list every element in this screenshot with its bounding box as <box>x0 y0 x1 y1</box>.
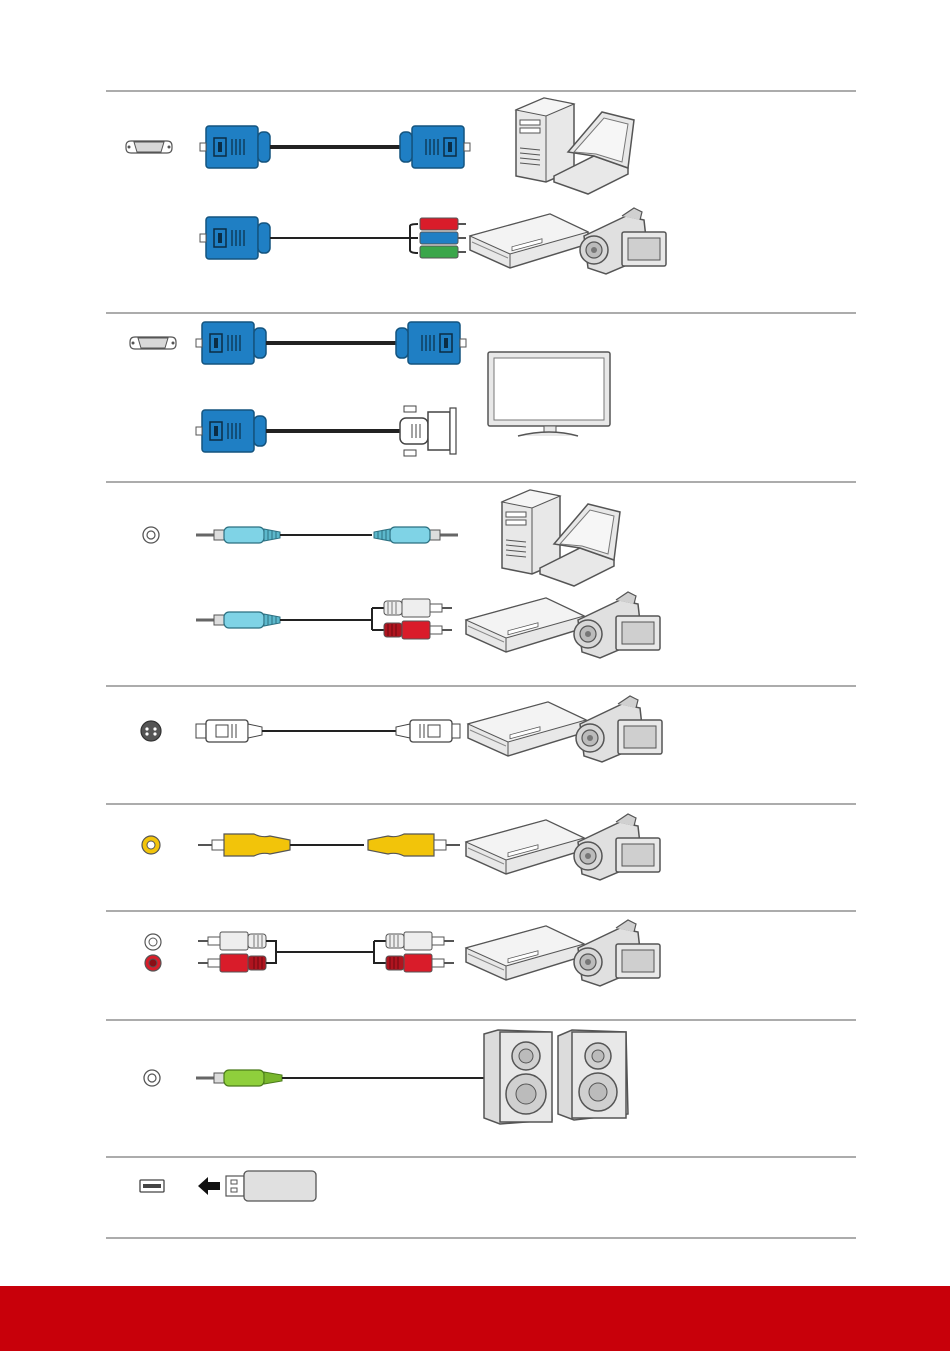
vga-port-icon <box>130 337 176 349</box>
section-audio-lr <box>145 920 660 986</box>
s-video-port-icon <box>141 721 161 741</box>
camcorder-icon <box>576 696 662 762</box>
rca-lr-port-icon <box>145 934 161 971</box>
audio-jack-icon <box>143 527 159 543</box>
section-video <box>142 814 660 880</box>
audio-to-rca-cable <box>196 599 452 639</box>
section-computer-in <box>126 98 666 274</box>
section-dividers <box>106 91 856 1238</box>
section-monitor-out <box>130 322 610 456</box>
speakers-icon <box>484 1030 628 1124</box>
vga-port-icon <box>126 141 172 153</box>
dvd-player-icon <box>468 702 586 756</box>
section-audio-out <box>144 1030 628 1124</box>
camcorder-icon <box>574 814 660 880</box>
vga-to-dvi-cable <box>196 406 456 456</box>
usb-port-icon <box>140 1180 164 1192</box>
usb-flash-drive-icon <box>226 1171 316 1201</box>
dvd-player-icon <box>466 926 584 980</box>
rca-lr-cable <box>198 932 454 972</box>
section-audio-in <box>143 490 660 658</box>
vga-to-component-cable <box>200 217 466 259</box>
desktop-laptop-icon <box>502 490 620 586</box>
monitor-icon <box>488 352 610 436</box>
rca-yellow-port-icon <box>142 836 160 854</box>
camcorder-icon <box>574 920 660 986</box>
camcorder-icon <box>580 208 666 274</box>
vga-to-vga-cable <box>196 322 466 364</box>
camcorder-icon <box>574 592 660 658</box>
dvd-player-icon <box>466 598 584 652</box>
section-s-video <box>141 696 662 762</box>
footer-band <box>0 1286 950 1351</box>
section-usb <box>140 1171 316 1201</box>
vga-to-vga-cable <box>200 126 470 168</box>
audio-to-audio-cable <box>196 527 458 543</box>
connection-diagram <box>0 0 950 1286</box>
video-cable <box>198 834 460 856</box>
dvd-player-icon <box>466 820 584 874</box>
desktop-laptop-icon <box>516 98 634 194</box>
usb-insert-arrow-icon <box>198 1177 220 1195</box>
s-video-cable <box>196 720 460 742</box>
dvd-player-icon <box>470 214 588 268</box>
audio-jack-icon <box>144 1070 160 1086</box>
audio-out-cable <box>196 1070 484 1086</box>
